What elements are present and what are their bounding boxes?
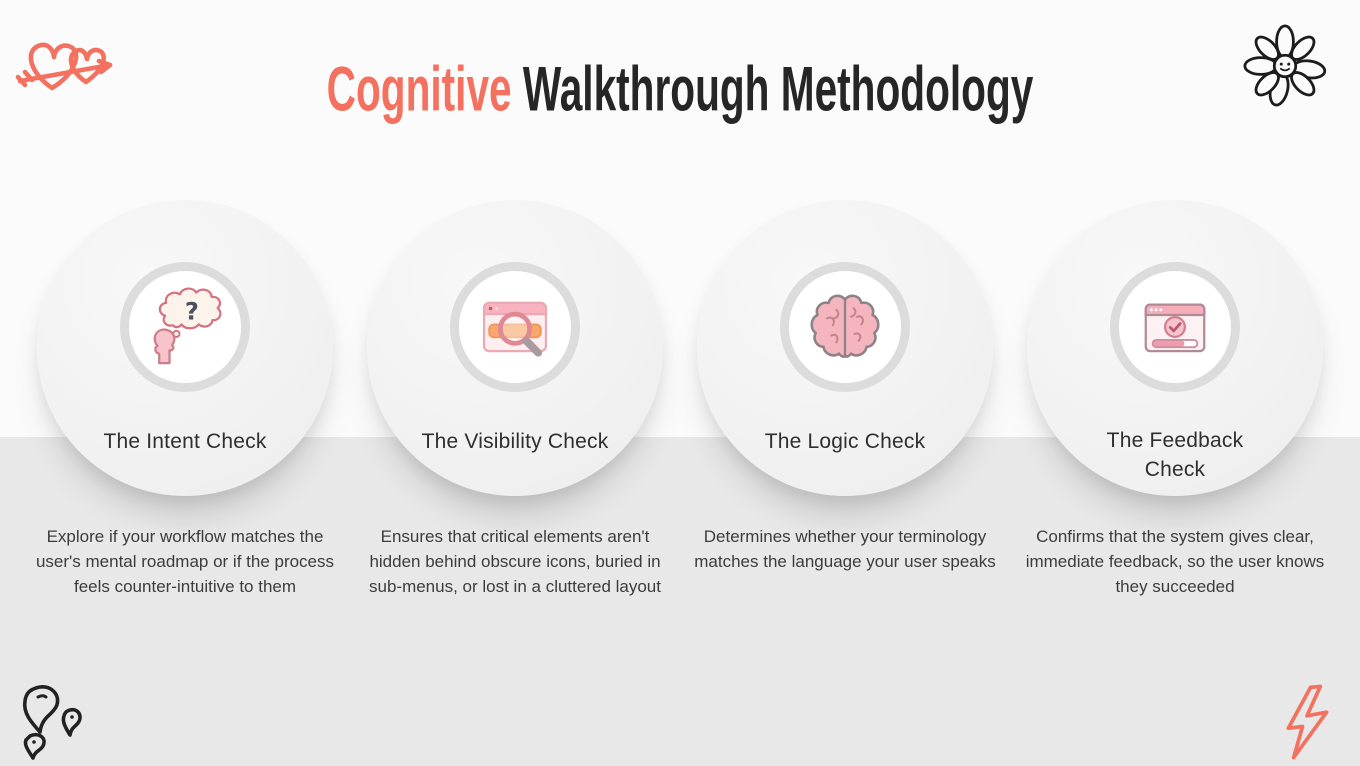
daisy-flower-doodle-icon [1243, 24, 1327, 107]
card-description: Determines whether your terminology matc… [694, 527, 996, 571]
hearts-arrow-doodle-icon [15, 42, 113, 91]
visibility-circle: The Visibility Check [367, 200, 663, 496]
feedback-circle: The Feedback Check [1027, 200, 1323, 496]
logic-circle: The Logic Check [697, 200, 993, 496]
page-title: Cognitive Walkthrough Methodology [204, 53, 1156, 126]
thought-bubble-question-icon: ? [120, 262, 250, 392]
lightning-bolt-doodle-icon [1286, 684, 1329, 760]
background-band [0, 437, 1360, 766]
brain-icon [780, 262, 910, 392]
svg-text:?: ? [185, 297, 199, 325]
card-title: The Intent Check [103, 430, 267, 453]
card-title: The Visibility Check [421, 430, 609, 453]
card-visibility-check: The Visibility Check Ensures that critic… [367, 200, 663, 599]
card-logic-check: The Logic Check Determines whether your … [694, 200, 996, 599]
browser-checkmark-icon [1110, 262, 1240, 392]
ink-drops-doodle-icon [22, 685, 82, 760]
card-description: Explore if your workflow matches the use… [35, 527, 335, 596]
intent-circle: ? The Intent Check [37, 200, 333, 496]
card-title: The Feedback Check [1106, 429, 1244, 481]
card-intent-check: ? The Intent Check Explore if your workf… [36, 200, 334, 599]
card-title: The Logic Check [764, 430, 926, 453]
card-description: Confirms that the system gives clear, im… [1025, 527, 1325, 596]
title-rest: Walkthrough Methodology [511, 54, 1034, 125]
card-description: Ensures that critical elements aren't hi… [369, 527, 661, 596]
cards-row: ? The Intent Check Explore if your workf… [0, 200, 1360, 599]
card-feedback-check: The Feedback Check Confirms that the sys… [1026, 200, 1324, 599]
browser-magnifier-icon [450, 262, 580, 392]
title-highlight: Cognitive [326, 54, 512, 125]
